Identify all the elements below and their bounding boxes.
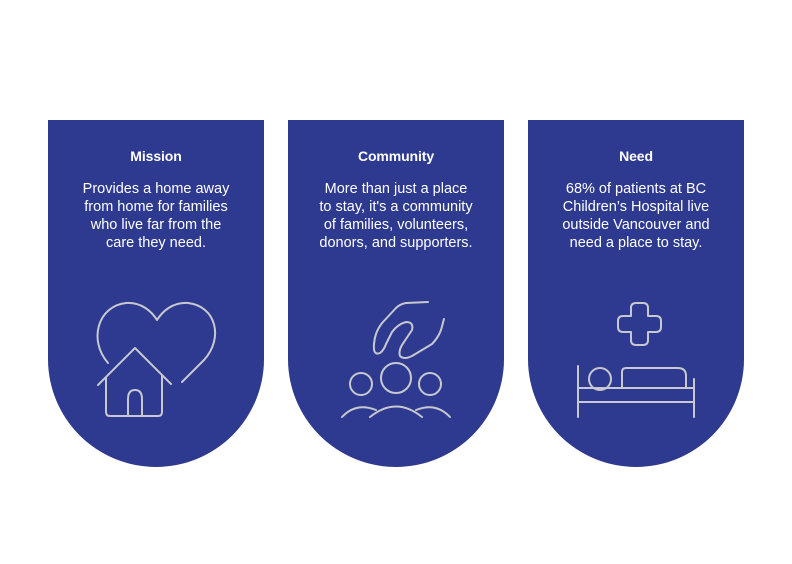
card-title: Community bbox=[357, 148, 435, 164]
community-card: Community More than just a place to stay… bbox=[288, 120, 504, 467]
card-title: Mission bbox=[130, 148, 182, 164]
card-description: More than just a place to stay, it's a c… bbox=[319, 181, 473, 251]
heart-house-icon bbox=[48, 120, 264, 467]
medical-cross-bed-icon bbox=[528, 120, 744, 467]
card-description: 68% of patients at BC Children’s Hospita… bbox=[562, 181, 710, 251]
mission-card: Mission Provides a home away from home f… bbox=[48, 120, 264, 467]
card-title: Need bbox=[619, 148, 653, 164]
need-card: Need 68% of patients at BC Children’s Ho… bbox=[528, 120, 744, 467]
hand-over-people-icon bbox=[288, 120, 504, 467]
card-description: Provides a home away from home for famil… bbox=[82, 181, 230, 251]
